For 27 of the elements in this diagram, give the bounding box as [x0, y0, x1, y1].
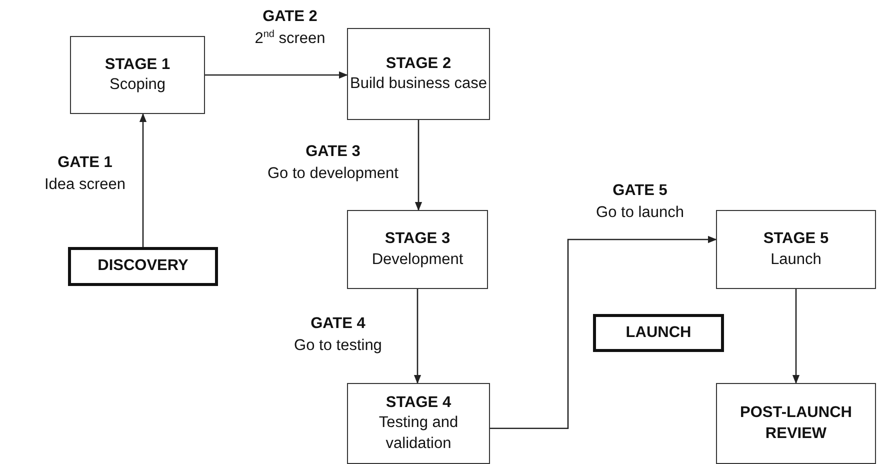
phase-title: LAUNCH	[626, 322, 692, 343]
arrow	[205, 71, 348, 79]
arrow	[792, 289, 800, 384]
stage-box	[347, 210, 488, 289]
stage-box	[347, 28, 490, 120]
arrow	[490, 236, 717, 429]
stage-description: Launch	[770, 250, 822, 270]
stage-description: Testing and validation	[378, 413, 460, 454]
stage-title: STAGE 5	[763, 229, 829, 250]
stage-title: STAGE 3	[384, 229, 450, 250]
stage-description: Build business case	[350, 74, 487, 94]
arrow	[139, 113, 147, 247]
arrow	[414, 120, 422, 211]
stage-title: STAGE 2	[386, 54, 452, 74]
stage-box	[716, 383, 876, 464]
phase-box	[68, 247, 218, 286]
stage-description: Development	[372, 250, 464, 270]
stage-box	[347, 383, 490, 464]
arrow	[414, 289, 422, 384]
phase-title: POST-LAUNCH REVIEW	[739, 403, 853, 444]
phase-box	[593, 314, 724, 352]
stage-title: STAGE 4	[386, 393, 452, 414]
stage-title: STAGE 1	[104, 54, 170, 75]
stage-box	[70, 36, 205, 114]
stage-box	[716, 210, 876, 289]
stage-description: Scoping	[109, 75, 166, 95]
phase-title: DISCOVERY	[98, 256, 188, 276]
